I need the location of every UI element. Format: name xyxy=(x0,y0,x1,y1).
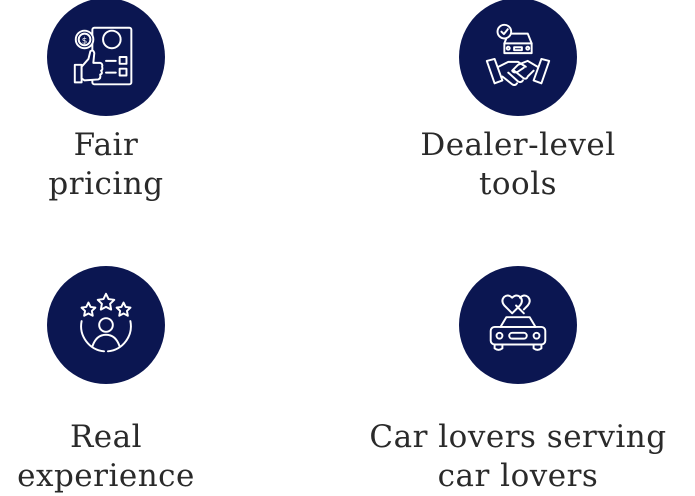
icon-circle xyxy=(47,266,165,384)
person-stars-icon xyxy=(80,292,132,353)
svg-text:$: $ xyxy=(82,36,88,46)
title-line-1: Car lovers serving xyxy=(369,419,667,455)
feature-title: Dealer-level tools xyxy=(420,126,615,204)
feature-title: Real experience xyxy=(17,418,195,496)
feature-real-experience: Real experience xyxy=(6,266,206,496)
title-line-1: Real xyxy=(69,419,143,455)
feature-fair-pricing: $ Fair pricing xyxy=(6,0,206,204)
title-line-1: Dealer-level xyxy=(420,127,616,163)
title-line-1: Fair xyxy=(73,127,139,163)
title-line-2: experience xyxy=(17,458,195,494)
title-line-2: tools xyxy=(478,166,558,202)
title-line-2: car lovers xyxy=(437,458,599,494)
car-hearts-icon xyxy=(489,294,547,351)
price-tag-thumbs-up-icon: $ xyxy=(73,26,133,86)
feature-title: Fair pricing xyxy=(48,126,163,204)
feature-car-lovers: Car lovers serving car lovers xyxy=(368,266,668,496)
icon-circle xyxy=(459,0,577,116)
feature-title: Car lovers serving car lovers xyxy=(369,418,666,496)
title-line-2: pricing xyxy=(48,166,164,202)
car-handshake-icon xyxy=(485,23,551,87)
icon-circle xyxy=(459,266,577,384)
feature-dealer-level-tools: Dealer-level tools xyxy=(368,0,668,204)
icon-circle: $ xyxy=(47,0,165,116)
